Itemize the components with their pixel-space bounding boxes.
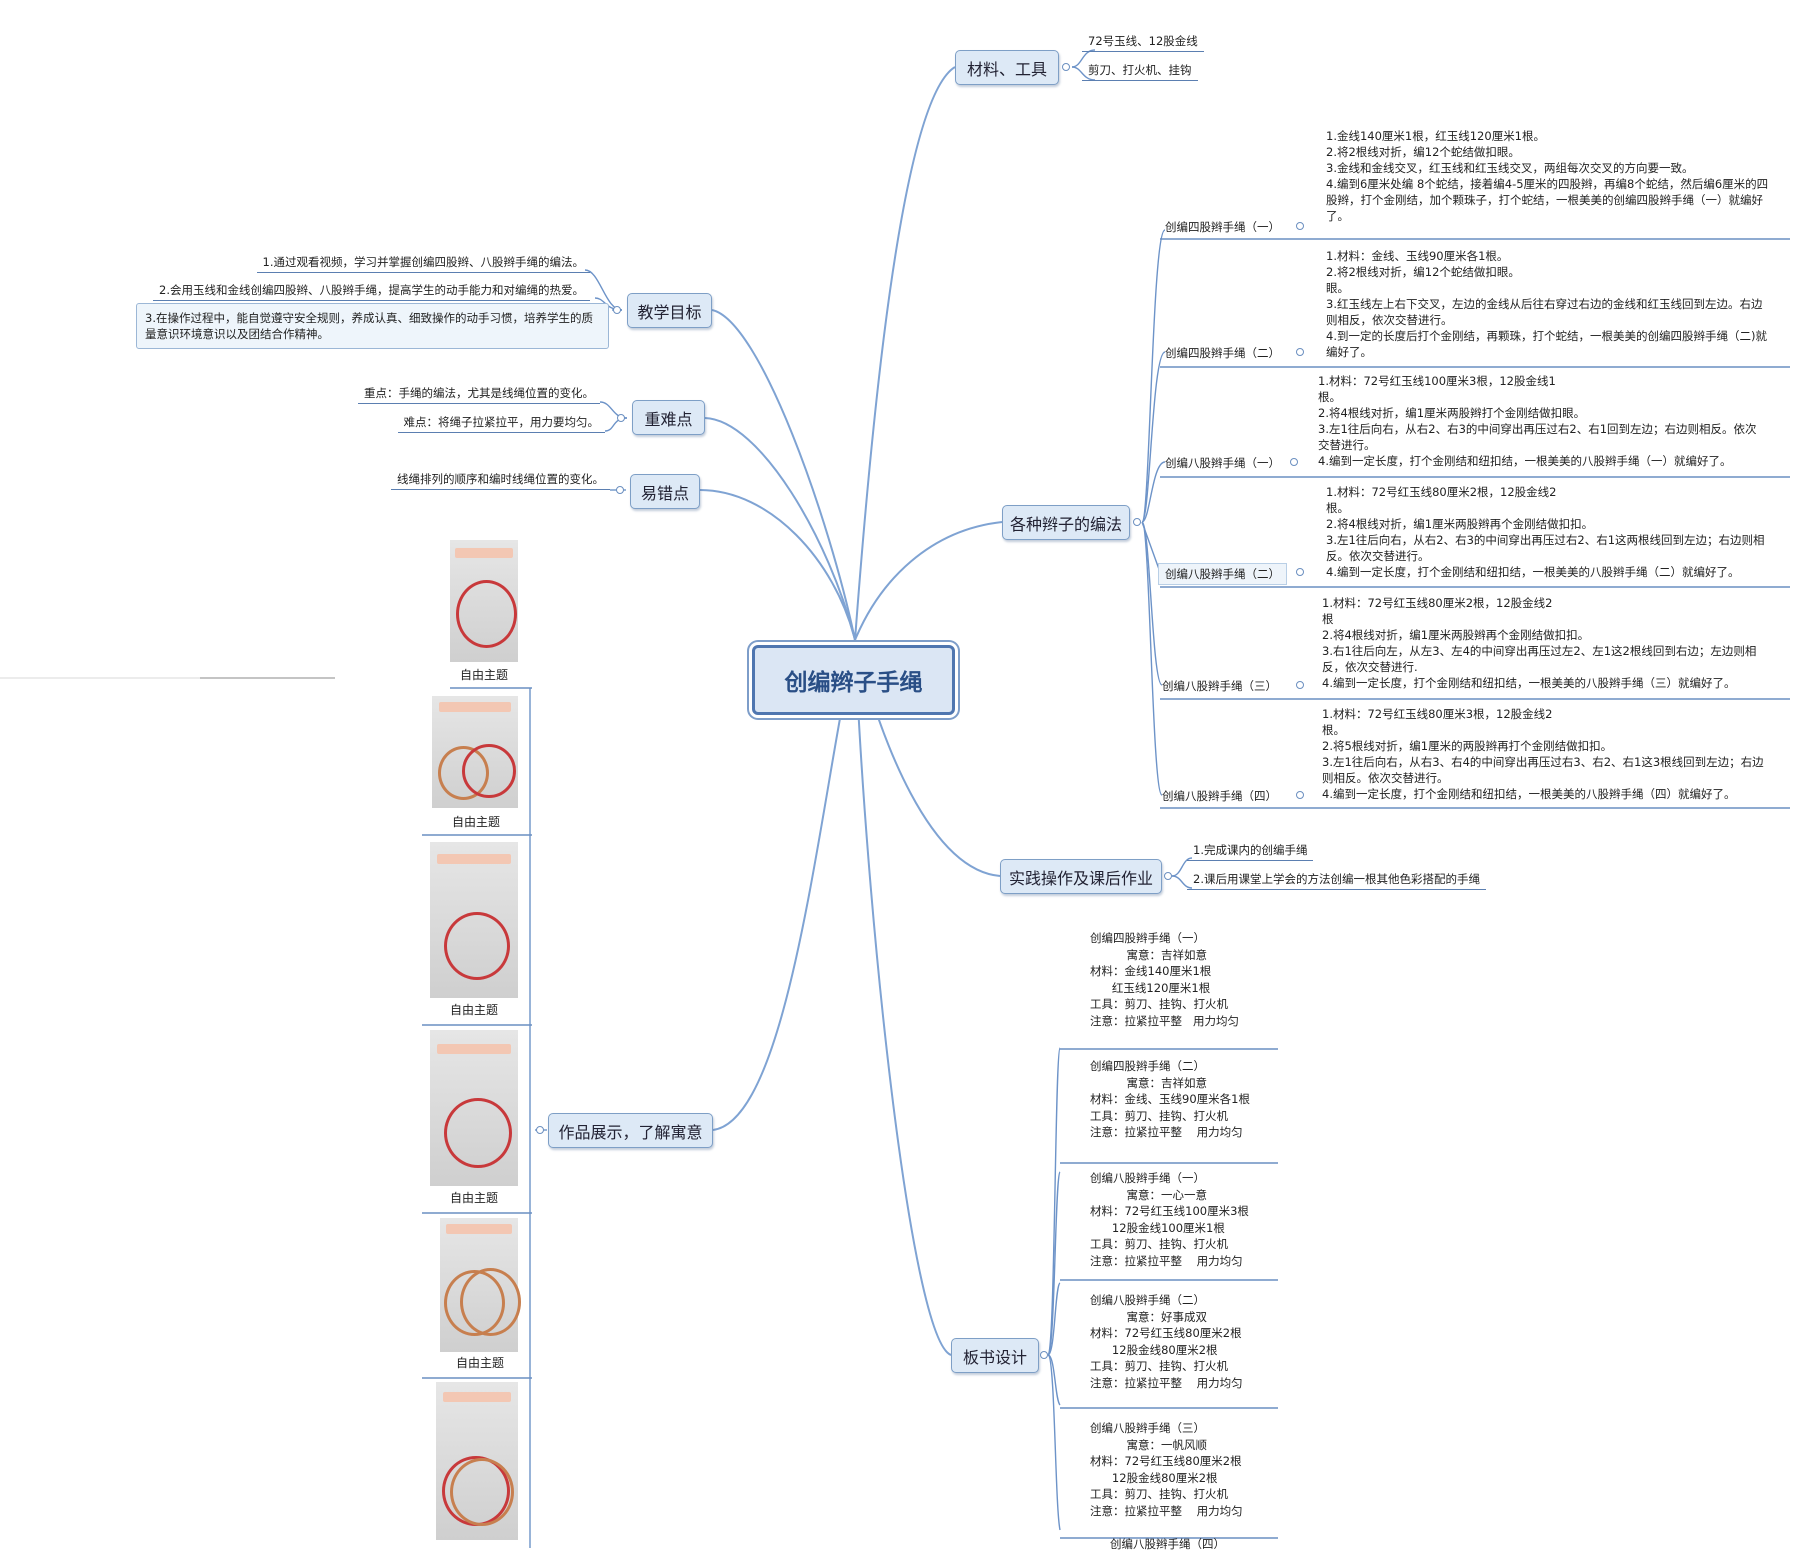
bracelet-ring-icon bbox=[460, 1268, 521, 1336]
bracelet-ring-icon bbox=[456, 580, 517, 648]
method-label-2[interactable]: 创编四股辫手绳（二） bbox=[1165, 346, 1280, 360]
gallery-caption-4: 自由主题 bbox=[450, 1191, 499, 1205]
board-item-4: 创编八股辫手绳（二） 寓意：好事成双 材料：72号红玉线80厘米2根 12股金线… bbox=[1090, 1293, 1243, 1390]
goal-item-3-text: 3.在操作过程中，能自觉遵守安全规则，养成认真、细致操作的动手习惯，培养学生的质… bbox=[145, 311, 593, 341]
topic-braiding-methods-label: 各种辫子的编法 bbox=[1009, 514, 1122, 534]
method-label-1[interactable]: 创编四股辫手绳（一） bbox=[1165, 220, 1280, 234]
board-item-5: 创编八股辫手绳（三） 寓意：一帆风顺 材料：72号红玉线80厘米2根 12股金线… bbox=[1090, 1421, 1243, 1518]
collapse-toggle-icon[interactable] bbox=[1040, 1351, 1048, 1359]
photo-label-banner bbox=[437, 1044, 511, 1054]
key-point-item-2: 难点：将绳子拉紧拉平，用力要均匀。 bbox=[397, 414, 605, 433]
collapse-toggle-icon[interactable] bbox=[1133, 518, 1141, 526]
method-text-3: 1.材料：72号红玉线100厘米3根，12股金线1 根。 2.将4根线对折，编1… bbox=[1318, 374, 1757, 468]
board-item-2: 创编四股辫手绳（二） 寓意：吉祥如意 材料：金线、玉线90厘米各1根 工具：剪刀… bbox=[1090, 1059, 1250, 1139]
collapse-toggle-icon[interactable] bbox=[616, 486, 624, 494]
gallery-photo-2[interactable] bbox=[432, 696, 518, 808]
bracelet-ring-icon bbox=[450, 1458, 514, 1526]
key-point-item-1: 重点：手绳的编法，尤其是线绳位置的变化。 bbox=[358, 385, 600, 404]
topic-key-points-label: 重难点 bbox=[644, 409, 693, 429]
collapse-toggle-icon[interactable] bbox=[1296, 791, 1304, 799]
gallery-caption-3: 自由主题 bbox=[450, 1003, 499, 1017]
bracelet-ring-icon bbox=[444, 912, 510, 980]
gallery-photo-5[interactable] bbox=[440, 1218, 521, 1352]
photo-label-banner bbox=[455, 548, 513, 558]
method-label-4[interactable]: 创编八股辫手绳（二） bbox=[1158, 563, 1287, 585]
gallery-caption-2: 自由主题 bbox=[452, 815, 501, 829]
method-text-6: 1.材料：72号红玉线80厘米3根，12股金线2 根。 2.将5根线对折，编1厘… bbox=[1322, 707, 1764, 801]
topic-teaching-goals-label: 教学目标 bbox=[637, 302, 702, 322]
gallery-photo-4[interactable] bbox=[430, 1030, 518, 1186]
topic-practice-homework[interactable]: 实践操作及课后作业 bbox=[1000, 859, 1162, 894]
board-item-1: 创编四股辫手绳（一） 寓意：吉祥如意 材料：金线140厘米1根 红玉线120厘米… bbox=[1090, 931, 1239, 1028]
bracelet-ring-icon bbox=[444, 1098, 512, 1168]
collapse-toggle-icon[interactable] bbox=[1296, 222, 1304, 230]
topic-key-points[interactable]: 重难点 bbox=[632, 400, 705, 435]
topic-braiding-methods[interactable]: 各种辫子的编法 bbox=[1002, 505, 1130, 540]
photo-label-banner bbox=[437, 854, 511, 864]
collapse-toggle-icon[interactable] bbox=[617, 414, 625, 422]
topic-works-gallery-label: 作品展示，了解寓意 bbox=[558, 1122, 703, 1142]
method-label-3[interactable]: 创编八股辫手绳（一） bbox=[1165, 456, 1280, 470]
collapse-toggle-icon[interactable] bbox=[536, 1126, 544, 1134]
collapse-toggle-icon[interactable] bbox=[1296, 568, 1304, 576]
photo-label-banner bbox=[446, 1224, 512, 1234]
central-topic-label: 创编辫子手绳 bbox=[784, 670, 923, 696]
topic-board-design-label: 板书设计 bbox=[962, 1347, 1027, 1367]
collapse-toggle-icon[interactable] bbox=[1164, 872, 1172, 880]
method-text-2: 1.材料：金线、玉线90厘米各1根。 2.将2根线对折，编12个蛇结做扣眼。 眼… bbox=[1326, 249, 1767, 359]
collapse-toggle-icon[interactable] bbox=[1296, 348, 1304, 356]
collapse-toggle-icon[interactable] bbox=[613, 306, 621, 314]
gallery-photo-1[interactable] bbox=[450, 540, 518, 662]
gallery-photo-6[interactable] bbox=[436, 1382, 518, 1540]
board-item-6: 创编八股辫手绳（四） bbox=[1110, 1537, 1225, 1551]
topic-board-design[interactable]: 板书设计 bbox=[951, 1338, 1039, 1373]
collapse-toggle-icon[interactable] bbox=[1290, 458, 1298, 466]
method-text-1: 1.金线140厘米1根，红玉线120厘米1根。 2.将2根线对折，编12个蛇结做… bbox=[1326, 129, 1769, 223]
gallery-caption-1: 自由主题 bbox=[460, 668, 509, 682]
goal-item-3: 3.在操作过程中，能自觉遵守安全规则，养成认真、细致操作的动手习惯，培养学生的质… bbox=[136, 303, 609, 349]
topic-practice-homework-label: 实践操作及课后作业 bbox=[1008, 868, 1153, 888]
method-label-5[interactable]: 创编八股辫手绳（三） bbox=[1162, 679, 1277, 693]
topic-materials-tools-label: 材料、工具 bbox=[966, 59, 1047, 79]
topic-common-mistakes-label: 易错点 bbox=[640, 483, 689, 503]
material-item-2: 剪刀、打火机、挂钩 bbox=[1082, 62, 1198, 81]
gallery-caption-5: 自由主题 bbox=[456, 1356, 505, 1370]
central-topic[interactable]: 创编辫子手绳 bbox=[752, 645, 955, 715]
material-item-1: 72号玉线、12股金线 bbox=[1082, 33, 1204, 52]
goal-item-2: 2.会用玉线和金线创编四股辫、八股辫手绳，提高学生的动手能力和对编绳的热爱。 bbox=[153, 282, 590, 301]
topic-common-mistakes[interactable]: 易错点 bbox=[630, 474, 700, 509]
method-label-6[interactable]: 创编八股辫手绳（四） bbox=[1162, 789, 1277, 803]
mistake-item-1: 线绳排列的顺序和编时线绳位置的变化。 bbox=[391, 471, 610, 490]
gallery-photo-3[interactable] bbox=[430, 842, 518, 998]
collapse-toggle-icon[interactable] bbox=[1062, 63, 1070, 71]
goal-item-1: 1.通过观看视频，学习并掌握创编四股辫、八股辫手绳的编法。 bbox=[256, 254, 590, 273]
topic-works-gallery[interactable]: 作品展示，了解寓意 bbox=[548, 1113, 713, 1148]
photo-label-banner bbox=[442, 1392, 512, 1402]
topic-materials-tools[interactable]: 材料、工具 bbox=[955, 50, 1059, 85]
method-text-4: 1.材料：72号红玉线80厘米2根，12股金线2 根。 2.将4根线对折，编1厘… bbox=[1326, 485, 1765, 579]
photo-label-banner bbox=[438, 702, 512, 712]
board-item-3: 创编八股辫手绳（一） 寓意：一心一意 材料：72号红玉线100厘米3根 12股金… bbox=[1090, 1171, 1249, 1268]
method-text-5: 1.材料：72号红玉线80厘米2根，12股金线2 根 2.将4根线对折，编1厘米… bbox=[1322, 596, 1757, 690]
practice-item-2: 2.课后用课堂上学会的方法创编一根其他色彩搭配的手绳 bbox=[1187, 871, 1486, 890]
topic-teaching-goals[interactable]: 教学目标 bbox=[627, 293, 712, 328]
collapse-toggle-icon[interactable] bbox=[1296, 681, 1304, 689]
practice-item-1: 1.完成课内的创编手绳 bbox=[1187, 842, 1314, 861]
bracelet-ring-icon bbox=[462, 744, 516, 798]
